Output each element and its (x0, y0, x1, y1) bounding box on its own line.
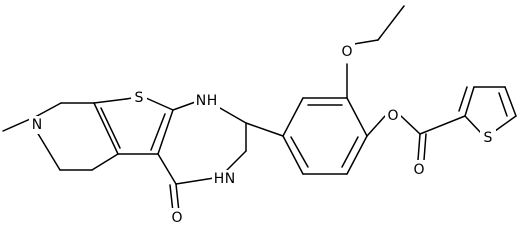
bond (172, 100, 199, 111)
bond (377, 5, 405, 41)
bond (36, 131, 61, 171)
bond (282, 135, 304, 175)
atom-labels: N S N H H N O O O O S (29, 42, 496, 228)
bond (100, 107, 121, 149)
bond (341, 136, 359, 168)
bond (91, 153, 119, 171)
bond (226, 150, 247, 171)
bond (157, 153, 177, 185)
ethoxy-oxygen-label: O (341, 44, 352, 60)
bond (504, 86, 517, 117)
nh-hydrogen-label: H (214, 171, 225, 187)
ester-oxygen-label: O (387, 108, 398, 124)
bond (346, 97, 368, 137)
nh-hydrogen-label: H (207, 93, 218, 109)
bond (245, 122, 284, 137)
bond (498, 92, 508, 117)
bond-layer (2, 5, 517, 213)
nh-nitrogen-label: N (196, 93, 206, 109)
bond (290, 136, 309, 168)
sulfur-atom-label: S (135, 90, 144, 106)
bond (458, 86, 468, 112)
bond (175, 183, 180, 213)
nitrogen-atom-label: N (32, 117, 42, 133)
bond (145, 97, 174, 111)
bond (157, 109, 174, 155)
bond (93, 102, 119, 155)
bond (423, 133, 427, 161)
bond (464, 86, 475, 117)
bond (36, 102, 62, 117)
bond (93, 98, 127, 104)
bond (419, 115, 466, 135)
ester-carbonyl-oxygen-label: O (413, 162, 424, 178)
bond (464, 115, 482, 134)
bond (417, 133, 421, 161)
bond (400, 115, 421, 135)
bond (346, 135, 368, 175)
bond (282, 97, 304, 137)
bond (494, 115, 517, 132)
carbonyl-oxygen-label: O (171, 210, 182, 226)
thiophene-sulfur-label: S (484, 130, 493, 146)
bond (353, 39, 379, 45)
bond (366, 115, 386, 137)
bond (175, 177, 215, 185)
bond (150, 113, 166, 151)
bond (169, 184, 174, 213)
nh-nitrogen-label: N (225, 171, 235, 187)
